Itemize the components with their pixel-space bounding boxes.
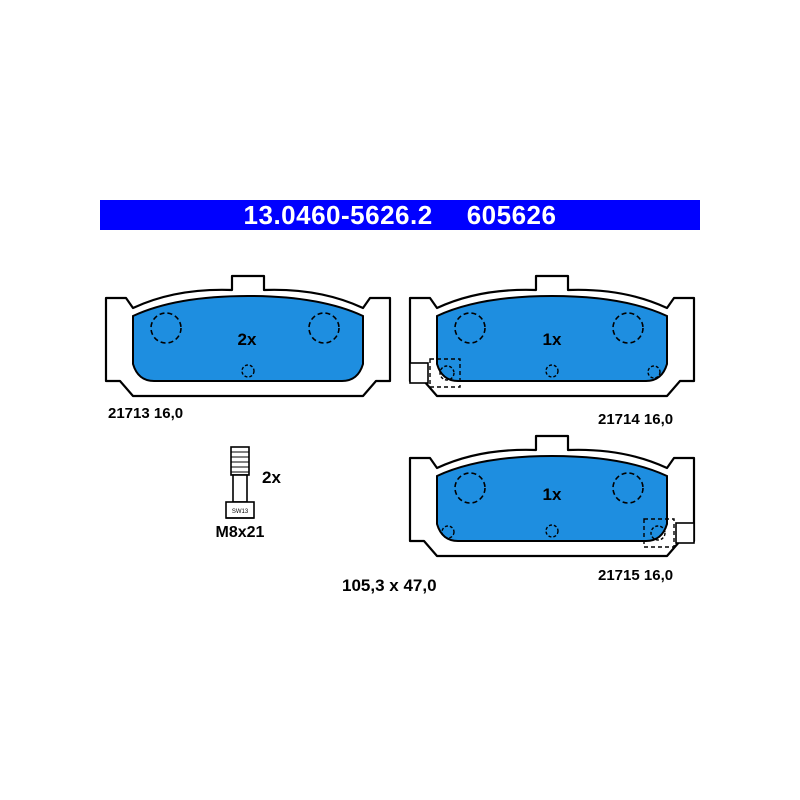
bolt-head-mark: SW13 bbox=[232, 509, 249, 515]
pad-dimensions: 105,3 x 47,0 bbox=[342, 576, 437, 595]
bolt-size: M8x21 bbox=[216, 524, 265, 541]
reference-number: 605626 bbox=[466, 200, 557, 230]
bolt-icon bbox=[225, 446, 255, 519]
pad-3-quantity: 1x bbox=[543, 485, 562, 504]
bolt-quantity: 2x bbox=[262, 468, 281, 487]
part-number-banner: 13.0460-5626.2 605626 bbox=[100, 200, 700, 230]
pad-1-quantity: 2x bbox=[238, 330, 257, 349]
brake-pad-3 bbox=[408, 434, 696, 558]
pad-2-code: 21714 16,0 bbox=[598, 411, 673, 428]
pad-3-code: 21715 16,0 bbox=[598, 567, 673, 584]
pad-1-code: 21713 16,0 bbox=[108, 405, 183, 422]
part-number: 13.0460-5626.2 bbox=[243, 200, 433, 230]
brake-pad-2 bbox=[408, 274, 696, 398]
pad-2-quantity: 1x bbox=[543, 330, 562, 349]
